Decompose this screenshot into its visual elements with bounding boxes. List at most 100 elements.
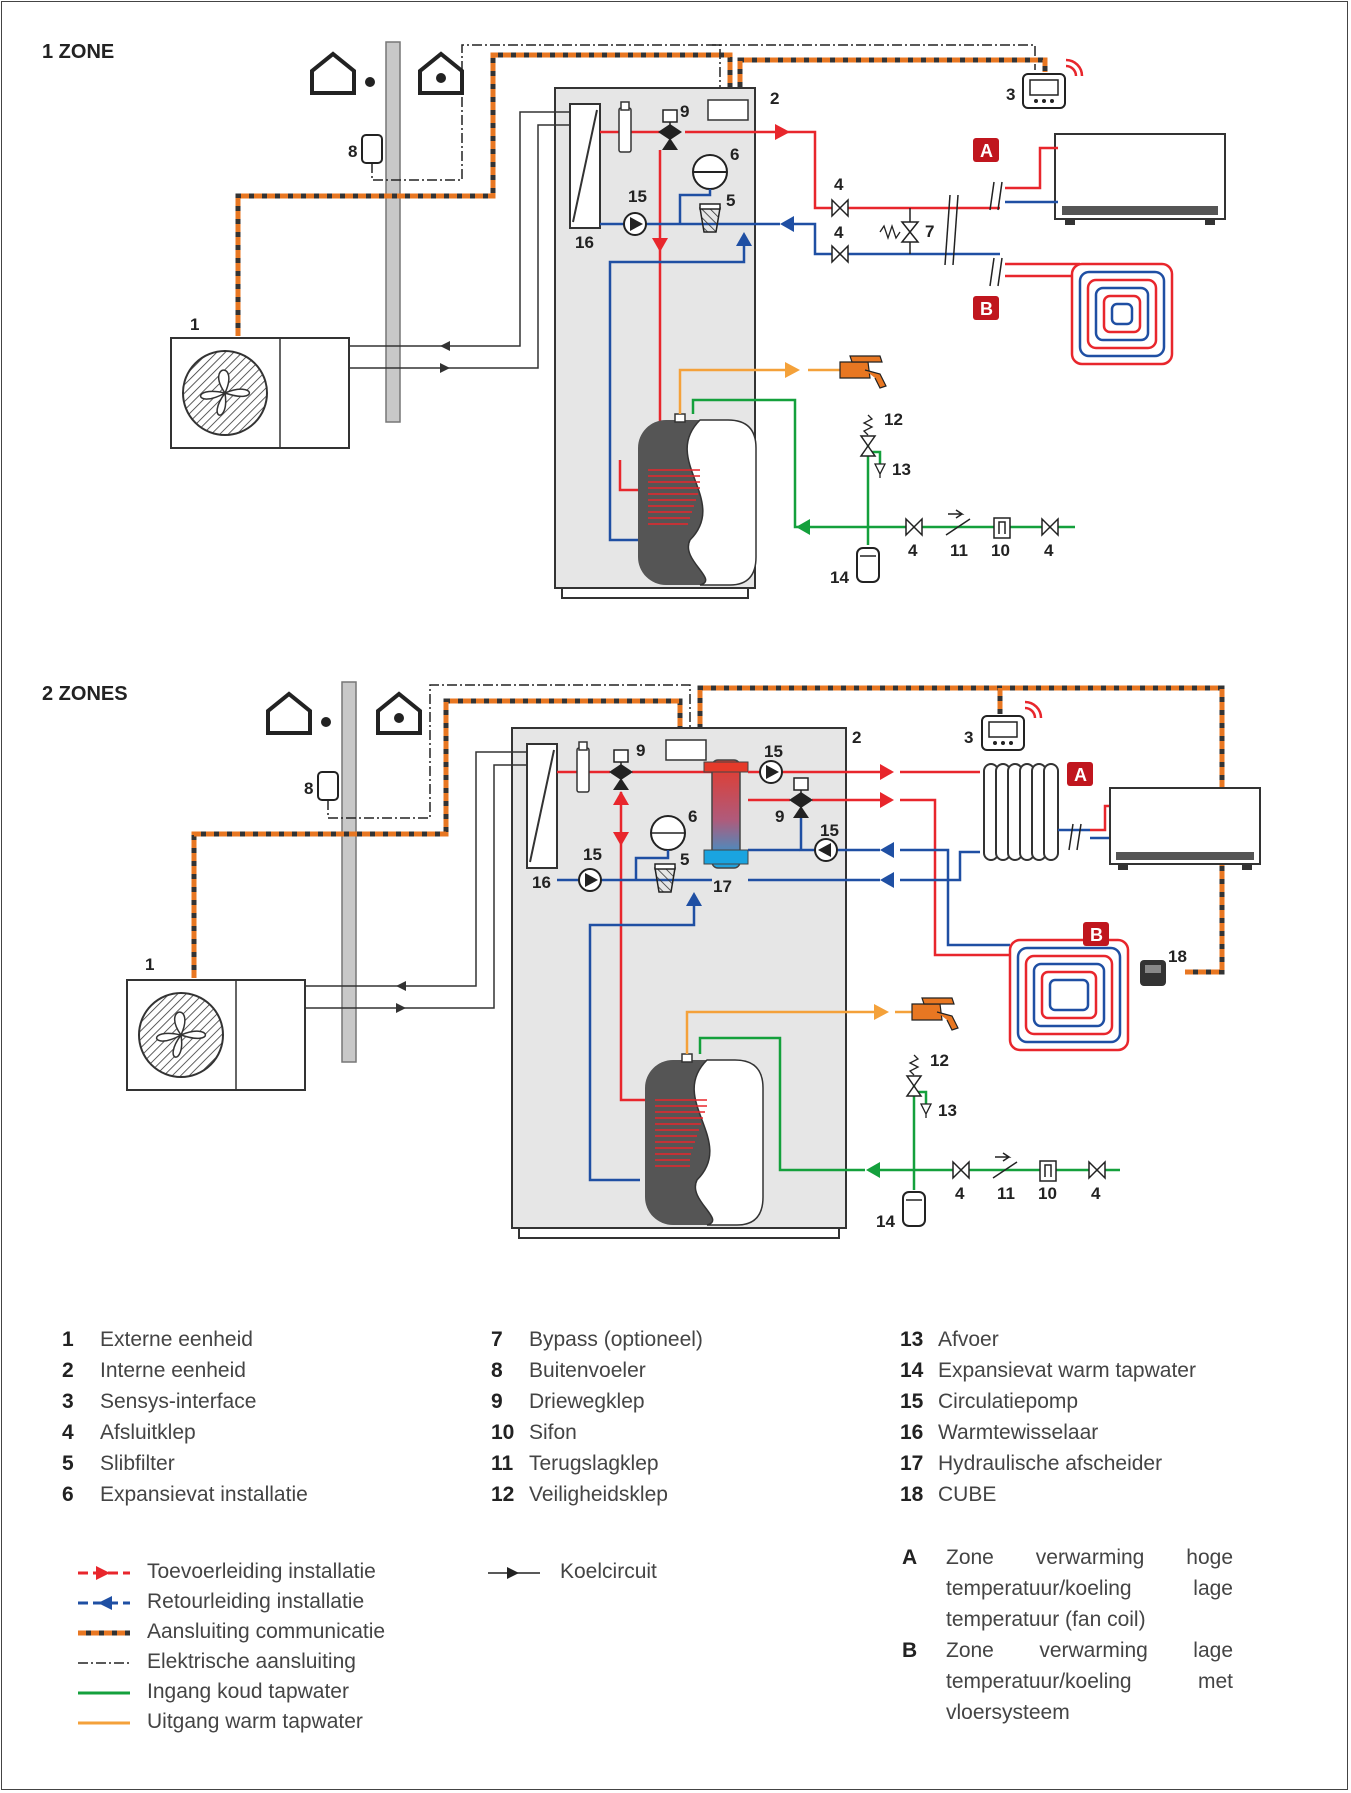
outdoor-sensor-2 <box>317 771 339 801</box>
outdoor-dot-icon-2 <box>321 717 331 727</box>
communication-connection-2 <box>191 685 1225 978</box>
label-3-z2: 3 <box>964 728 973 747</box>
zone1-diagram: 1 ZONE 8 3 <box>42 41 1226 599</box>
sludge-filter <box>699 203 721 233</box>
legend-cold-water-line: Ingang koud tapwater <box>147 1680 349 1703</box>
label-4d: 4 <box>1044 541 1054 560</box>
label-4c: 4 <box>908 541 918 560</box>
control-box <box>707 99 749 121</box>
label-4a: 4 <box>834 175 844 194</box>
label-11-z2: 11 <box>997 1184 1015 1203</box>
expansion-vessel-2 <box>650 815 686 851</box>
wall-2 <box>341 681 357 1063</box>
label-18: 18 <box>1168 947 1187 966</box>
indoor-house-icon <box>418 51 464 95</box>
dhw-expansion-vessel <box>856 547 880 583</box>
label-8-z2: 8 <box>304 779 313 798</box>
label-14: 14 <box>830 568 849 587</box>
communication-connection <box>235 52 1048 336</box>
hydraulic-separator <box>711 759 741 869</box>
outdoor-house-icon-2 <box>266 691 312 735</box>
label-4b-z2: 4 <box>1091 1184 1101 1203</box>
label-3: 3 <box>1006 85 1015 104</box>
three-way-valve-2 <box>609 749 633 790</box>
dhw-tank-2 <box>645 1053 764 1226</box>
zone1-title: 1 ZONE <box>42 41 114 63</box>
label-4a-z2: 4 <box>955 1184 965 1203</box>
bypass-valve <box>879 208 920 254</box>
dhw-valves-row <box>905 509 1059 539</box>
outdoor-house-icon <box>310 51 356 95</box>
label-15b-z2: 15 <box>764 742 783 761</box>
label-13: 13 <box>892 460 911 479</box>
legend-return-line: Retourleiding installatie <box>147 1590 365 1613</box>
label-6-z2: 6 <box>688 807 697 826</box>
zone-a-letter: A <box>980 141 993 161</box>
sensys-interface-2 <box>981 700 1043 751</box>
label-10: 10 <box>991 541 1010 560</box>
label-2-z2: 2 <box>852 728 861 747</box>
legend-cooling-circuit: Koelcircuit <box>560 1560 657 1583</box>
tap-icon-2 <box>911 997 959 1031</box>
label-9-z2: 9 <box>636 741 645 760</box>
safety-valve <box>859 414 877 457</box>
zone-b-badge <box>973 296 999 320</box>
radiator <box>983 763 1059 861</box>
label-1-z2: 1 <box>145 955 154 974</box>
dhw-tank <box>638 413 757 586</box>
zone-a-badge <box>973 138 999 162</box>
zone2-diagram: 2 ZONES 8 3 2 <box>42 681 1261 1239</box>
label-10-z2: 10 <box>1038 1184 1057 1203</box>
label-11: 11 <box>950 541 968 560</box>
label-9: 9 <box>680 102 689 121</box>
legend-supply-line: Toevoerleiding installatie <box>147 1560 376 1583</box>
label-5: 5 <box>726 191 735 210</box>
dhw-valves-row-2 <box>952 1152 1106 1182</box>
hot-water-outlet-2 <box>685 1010 874 1054</box>
hot-water-outlet <box>678 368 785 414</box>
zone-a-letter-2: A <box>1074 765 1087 785</box>
zone2-title: 2 ZONES <box>42 683 128 705</box>
electrical-connection-2 <box>327 684 691 819</box>
fan-coil-unit-2 <box>1058 787 1261 870</box>
label-17: 17 <box>713 877 732 896</box>
shutoff-valves <box>831 198 849 264</box>
external-unit-2 <box>126 979 306 1091</box>
label-12-z2: 12 <box>930 1051 949 1070</box>
tap-icon <box>839 355 887 389</box>
sensys-interface <box>1022 58 1084 109</box>
wall <box>385 41 401 423</box>
three-way-valve <box>658 109 682 150</box>
label-13-z2: 13 <box>938 1101 957 1120</box>
legend-electrical-line: Elektrische aansluiting <box>147 1650 356 1673</box>
floor-heating-coil <box>1005 262 1174 366</box>
three-way-valve-3 <box>789 777 813 818</box>
circulation-pump-2 <box>578 868 602 892</box>
circulation-pump <box>623 212 647 236</box>
expansion-vessel <box>692 154 728 190</box>
legend-hot-water-line: Uitgang warm tapwater <box>147 1710 363 1733</box>
outdoor-dot-icon <box>365 77 375 87</box>
circulation-pump-4 <box>814 838 838 862</box>
label-15c-z2: 15 <box>820 821 839 840</box>
control-box-2 <box>665 739 707 761</box>
sludge-filter-2 <box>654 863 676 893</box>
label-4b: 4 <box>834 223 844 242</box>
label-12: 12 <box>884 410 903 429</box>
